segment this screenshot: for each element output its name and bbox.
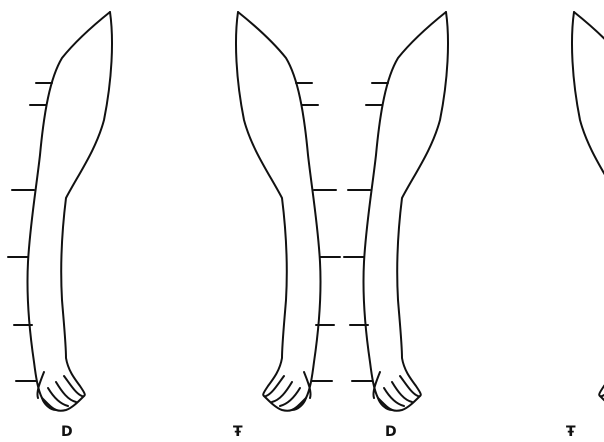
- side-label-right-arm-a: D: [61, 425, 73, 439]
- arm-outline-left-a: [236, 12, 340, 411]
- arm-outline-right-b: [344, 12, 448, 411]
- arm-outline-right-a: [8, 12, 112, 411]
- side-label-right-arm-b: D: [385, 425, 397, 439]
- side-label-left-arm-a: Ŧ: [233, 425, 243, 439]
- arm-outline-left-b: [572, 12, 604, 411]
- side-label-left-arm-b: Ŧ: [566, 425, 576, 439]
